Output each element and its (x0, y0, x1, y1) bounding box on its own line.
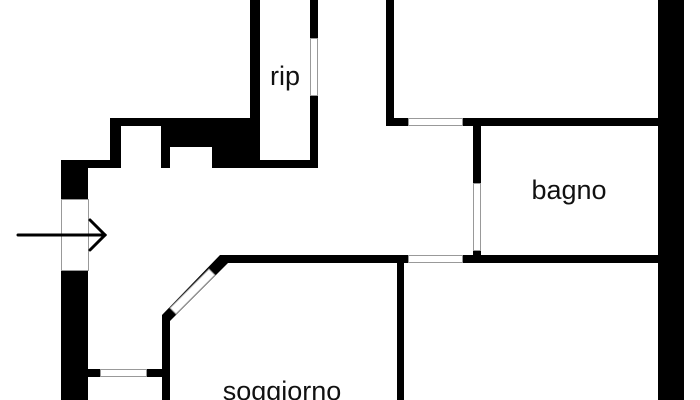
entrance-arrow (16, 218, 108, 252)
wall-room-left (386, 0, 394, 126)
room-window (408, 118, 463, 126)
alcove-2 (170, 147, 212, 168)
bagno-door[interactable] (473, 183, 481, 251)
room-label-rip: rip (270, 61, 300, 91)
rip-window (310, 38, 318, 96)
wall-diagonal (162, 255, 228, 400)
wall-room-bottom (386, 118, 660, 126)
openings (61, 38, 481, 377)
wall-left-outer (61, 160, 88, 400)
wall-rip-bottom (250, 160, 318, 168)
wall-rip-left (250, 0, 260, 168)
diagonal-window (169, 268, 216, 315)
wall-top-left-step (61, 160, 121, 168)
wall-right-outer (658, 0, 684, 400)
corridor-window (408, 255, 463, 263)
small-room-window (100, 369, 147, 377)
room-label-soggiorno: soggiorno (223, 376, 342, 400)
alcove-1 (121, 126, 161, 168)
room-label-bagno: bagno (531, 175, 606, 205)
wall-soggiorno-right (397, 263, 404, 400)
